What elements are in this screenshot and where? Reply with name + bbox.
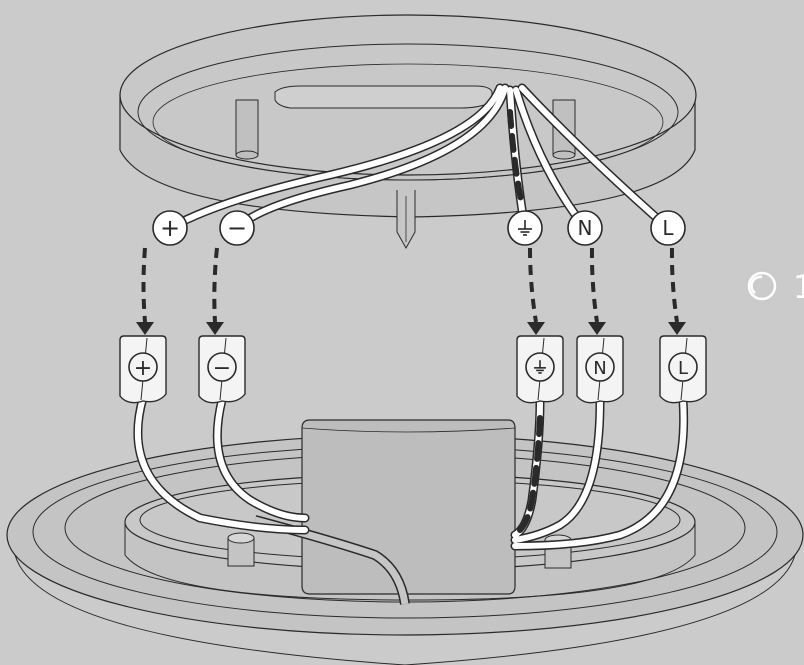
connection-arrows <box>136 247 686 335</box>
terminal-live: L <box>659 335 707 404</box>
upper-label-live: L <box>650 210 686 246</box>
upper-label-text-neutral: N <box>578 216 593 240</box>
upper-label-text-plus: + <box>160 214 180 242</box>
connection-arrow-minus <box>206 247 224 335</box>
terminal-label-neutral: N <box>593 358 606 379</box>
terminal-label-plus: + <box>134 356 152 381</box>
upper-label-text-live: L <box>662 216 674 240</box>
lower-wires <box>133 393 689 551</box>
step-number: 1 <box>793 268 804 306</box>
screw-post-left <box>227 532 255 567</box>
upper-label-plus: + <box>152 210 188 246</box>
terminal-label-minus: − <box>213 356 231 381</box>
upper-label-earth <box>507 210 543 246</box>
connection-arrow-neutral <box>588 247 606 335</box>
terminal-earth <box>516 335 564 404</box>
connection-arrow-earth <box>527 247 545 335</box>
upper-wire-labels: + − N L <box>152 210 686 246</box>
terminal-neutral: N <box>576 335 624 404</box>
earth-icon <box>518 220 532 236</box>
terminal-plus: + <box>119 335 167 404</box>
terminal-label-live: L <box>678 358 688 379</box>
upper-label-neutral: N <box>567 210 603 246</box>
connection-arrow-plus <box>136 247 154 335</box>
upper-wires <box>165 83 673 233</box>
terminal-blocks: + − N L <box>119 335 707 404</box>
side-indicator: 1 <box>747 268 804 306</box>
upper-label-minus: − <box>219 210 255 246</box>
connection-arrow-live <box>668 247 686 335</box>
upper-label-text-minus: − <box>227 214 247 242</box>
circle-arrow-icon <box>747 271 777 301</box>
earth-icon <box>534 360 546 374</box>
terminal-minus: − <box>198 335 246 404</box>
